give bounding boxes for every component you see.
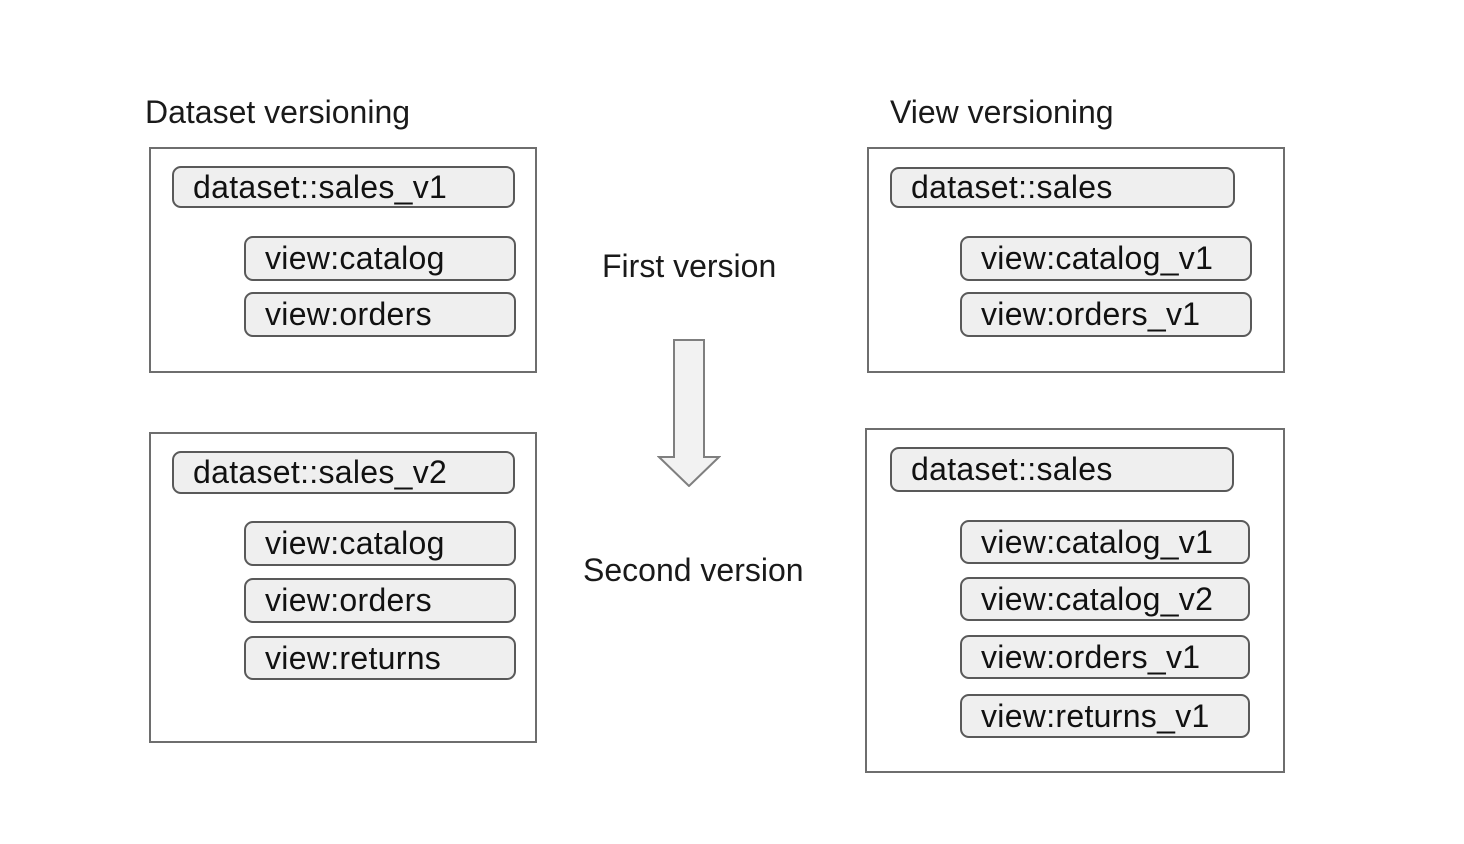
dataset-versioning-v1-box: dataset::sales_v1 view:catalog view:orde…: [149, 147, 537, 373]
view-versioning-v2-box: dataset::sales view:catalog_v1 view:cata…: [865, 428, 1285, 773]
view-chip: view:orders_v1: [960, 635, 1250, 679]
down-block-arrow-icon: [656, 339, 722, 488]
view-chip: view:returns_v1: [960, 694, 1250, 738]
view-chip: view:catalog_v1: [960, 236, 1252, 281]
dataset-versioning-title: Dataset versioning: [145, 94, 411, 130]
first-version-label: First version: [602, 248, 777, 284]
dataset-chip: dataset::sales_v2: [172, 451, 515, 494]
view-chip: view:returns: [244, 636, 516, 680]
view-chip: view:orders: [244, 292, 516, 337]
view-chip: view:catalog_v2: [960, 577, 1250, 621]
view-chip: view:orders: [244, 578, 516, 623]
dataset-chip: dataset::sales_v1: [172, 166, 515, 208]
dataset-chip: dataset::sales: [890, 167, 1235, 208]
dataset-chip: dataset::sales: [890, 447, 1234, 492]
second-version-label: Second version: [583, 552, 804, 588]
view-chip: view:orders_v1: [960, 292, 1252, 337]
view-chip: view:catalog: [244, 236, 516, 281]
dataset-versioning-v2-box: dataset::sales_v2 view:catalog view:orde…: [149, 432, 537, 743]
view-chip: view:catalog_v1: [960, 520, 1250, 564]
view-versioning-title: View versioning: [890, 94, 1114, 130]
view-chip: view:catalog: [244, 521, 516, 566]
view-versioning-v1-box: dataset::sales view:catalog_v1 view:orde…: [867, 147, 1285, 373]
